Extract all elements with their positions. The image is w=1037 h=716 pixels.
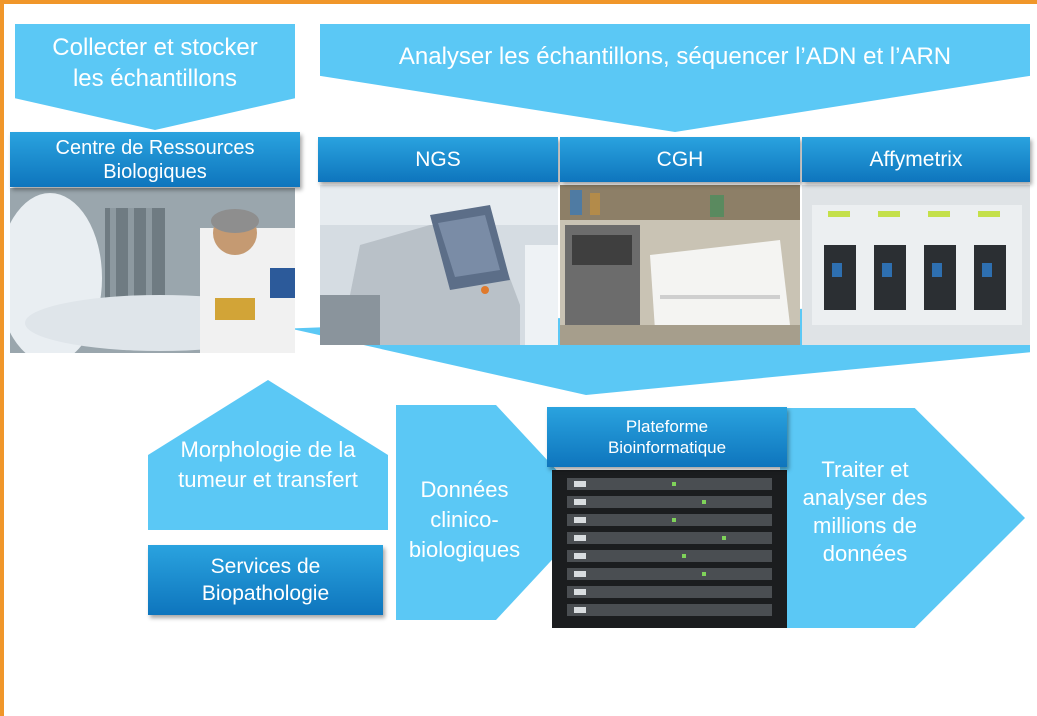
affymetrix-label-box: Affymetrix [802,137,1030,182]
morphology-text: Morphologie de la tumeur et transfert [178,437,358,492]
crb-photo-image [10,188,295,353]
collect-text: Collecter et stocker les échantillons [52,34,258,92]
affymetrix-label: Affymetrix [869,147,963,171]
collect-arrow: Collecter et stocker les échantillons [15,24,295,130]
ngs-photo-image [320,185,558,345]
biopath-label-box: Services de Biopathologie [148,545,383,615]
clinical-text: Données clinico-biologiques [408,477,521,562]
crb-label: Centre de Ressources Biologiques [55,136,255,183]
platform-label-box: Plateforme Bioinformatique [547,407,787,467]
biopath-label: Services de Biopathologie [201,555,330,605]
analyze-arrow: Analyser les échantillons, séquencer l’A… [320,24,1030,132]
morphology-arrow: Morphologie de la tumeur et transfert [148,380,388,530]
crb-photo [10,188,295,353]
ngs-label-box: NGS [318,137,558,182]
affymetrix-photo [802,185,1030,345]
cgh-label-box: CGH [560,137,800,182]
ngs-label: NGS [415,147,461,171]
process-text: Traiter et analyser des millions de donn… [802,457,928,566]
cgh-label: CGH [656,147,704,171]
platform-label: Plateforme Bioinformatique [607,417,727,457]
ngs-photo [320,185,558,345]
cgh-photo-image [560,185,800,345]
cgh-photo [560,185,800,345]
frame-left-border [0,0,4,716]
crb-label-box: Centre de Ressources Biologiques [10,132,300,187]
process-arrow: Traiter et analyser des millions de donn… [780,408,1025,628]
server-rack-photo [552,470,787,628]
affymetrix-photo-image [802,185,1030,345]
frame-top-border [0,0,1037,4]
analyze-text: Analyser les échantillons, séquencer l’A… [398,43,952,70]
server-rack-image [552,470,787,628]
